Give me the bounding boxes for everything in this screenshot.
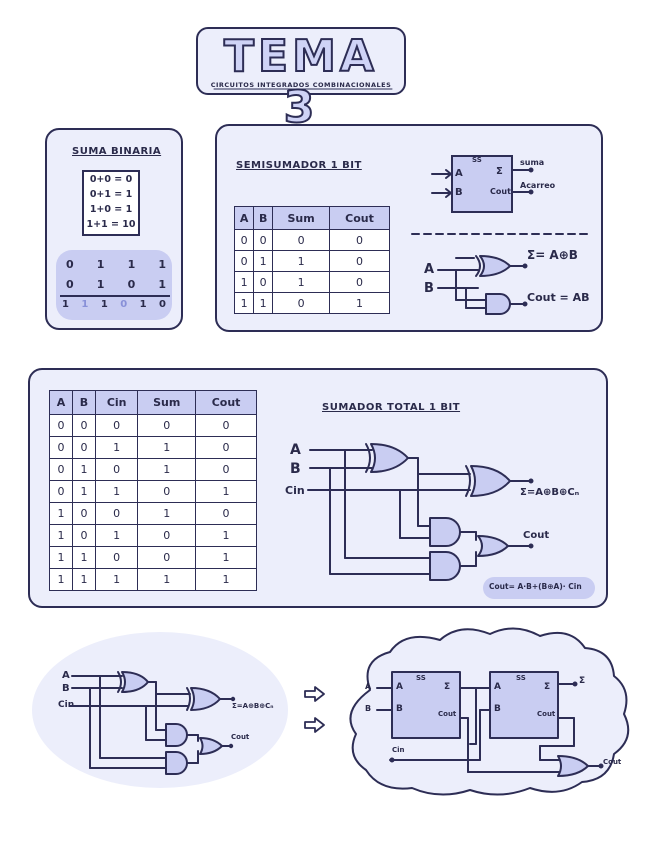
gates-in-a: A: [424, 262, 435, 277]
block1-in-b: B: [396, 704, 403, 714]
block-tag: SS: [472, 156, 482, 164]
br-ext-cout: Cout: [603, 758, 622, 766]
semisumador-heading: SEMISUMADOR 1 BIT: [236, 160, 362, 171]
cell: 1: [233, 271, 255, 293]
gates-in-b: B: [424, 281, 434, 296]
bl-in-a: A: [62, 670, 70, 681]
fa-in-a: A: [290, 442, 301, 458]
sum-rule: 1+1 = 10: [86, 219, 136, 230]
cell: 1: [137, 568, 197, 591]
fa-in-cin: Cin: [285, 484, 305, 497]
col-header: Cout: [329, 206, 390, 230]
block-out-carry: Cout: [490, 187, 511, 196]
half-adder-block: [451, 155, 513, 213]
block2-in-a: A: [494, 682, 501, 692]
digit: 0: [159, 299, 166, 310]
block1-out-sum: Σ: [444, 682, 451, 692]
col-header: A: [233, 206, 255, 230]
col-header: Cin: [94, 390, 139, 415]
col-header: A: [49, 390, 73, 415]
bl-cout-label: Cout: [231, 733, 250, 741]
block2-out-carry: Cout: [537, 710, 556, 718]
block1-out-carry: Cout: [438, 710, 457, 718]
digit: 1: [81, 299, 89, 310]
cell: 1: [329, 292, 390, 314]
sum-example-result: 1 1 1 0 1 0: [62, 299, 166, 310]
table-header-row: A B Sum Cout: [233, 206, 390, 230]
fa-cout-equation: Cout= A·B+(B⊕A)· Cin: [489, 582, 582, 591]
cell: 1: [94, 568, 139, 591]
digit: 1: [96, 258, 105, 271]
block2-out-sum: Σ: [544, 682, 551, 692]
sum-rule: 1+0 = 1: [89, 204, 133, 215]
block2-tag: SS: [516, 674, 526, 682]
acarreo-label: Acarreo: [520, 181, 556, 190]
fa-cout-equation-badge: [483, 577, 595, 599]
arrow-right-icon: [304, 686, 326, 702]
sum-example-row: 0 1 1 1: [66, 258, 166, 271]
fa-cout-label: Cout: [523, 530, 550, 541]
cell: 1: [195, 568, 257, 591]
digit: 1: [158, 278, 166, 291]
cell: 1: [233, 292, 255, 314]
br-ext-cin: Cin: [392, 746, 405, 754]
fa-in-b: B: [290, 461, 301, 477]
fa-sum-equation: Σ=A⊕B⊕Cₙ: [520, 487, 580, 498]
digit: 1: [127, 258, 136, 271]
sum-rule: 0+0 = 0: [89, 174, 133, 185]
sumador-total-heading: SUMADOR TOTAL 1 BIT: [322, 402, 461, 413]
sum-example-divider: [60, 295, 170, 297]
sum-example-row: 0 1 0 1: [66, 278, 166, 291]
sum-example-bg: [56, 250, 172, 320]
bottom-left-ellipse: [32, 632, 288, 788]
br-ext-a: A: [365, 682, 372, 691]
block1-tag: SS: [416, 674, 426, 682]
sum-rules-box: 0+0 = 0 0+1 = 1 1+0 = 1 1+1 = 10: [82, 170, 140, 236]
bl-in-cin: Cin: [58, 700, 75, 710]
digit: 1: [96, 278, 105, 291]
sum-rule: 0+1 = 1: [89, 189, 133, 200]
bl-sum-equation: Σ=A⊕B⊕Cₙ: [232, 702, 274, 710]
block1-in-a: A: [396, 682, 403, 692]
cell: 1: [72, 568, 96, 591]
digit: 1: [158, 258, 166, 271]
table-header-row: A B Cin Sum Cout: [49, 390, 257, 415]
digit: 1: [100, 299, 108, 310]
digit: 1: [139, 299, 147, 310]
block2-in-b: B: [494, 704, 501, 714]
carry-equation: Cout = AB: [527, 291, 590, 304]
page-subtitle: CIRCUITOS INTEGRADOS COMBINACIONALES: [210, 81, 392, 89]
arrow-right-icon: [304, 717, 326, 733]
bl-in-b: B: [62, 683, 70, 694]
col-header: B: [253, 206, 274, 230]
br-ext-sum: Σ: [579, 676, 586, 686]
sum-equation: Σ= A⊕B: [527, 248, 578, 262]
digit: 0: [120, 299, 128, 310]
digit: 1: [62, 299, 69, 310]
br-ext-b: B: [365, 704, 372, 713]
col-header: Sum: [272, 206, 331, 230]
block-out-sum: Σ: [496, 166, 503, 177]
block-in-b: B: [455, 187, 463, 198]
suma-binaria-heading: SUMA BINARIA: [72, 146, 162, 157]
suma-label: suma: [520, 158, 545, 167]
digit: 0: [66, 278, 74, 291]
block-in-a: A: [455, 168, 463, 179]
digit: 0: [66, 258, 74, 271]
col-header: Sum: [137, 390, 197, 415]
digit: 0: [127, 278, 136, 291]
